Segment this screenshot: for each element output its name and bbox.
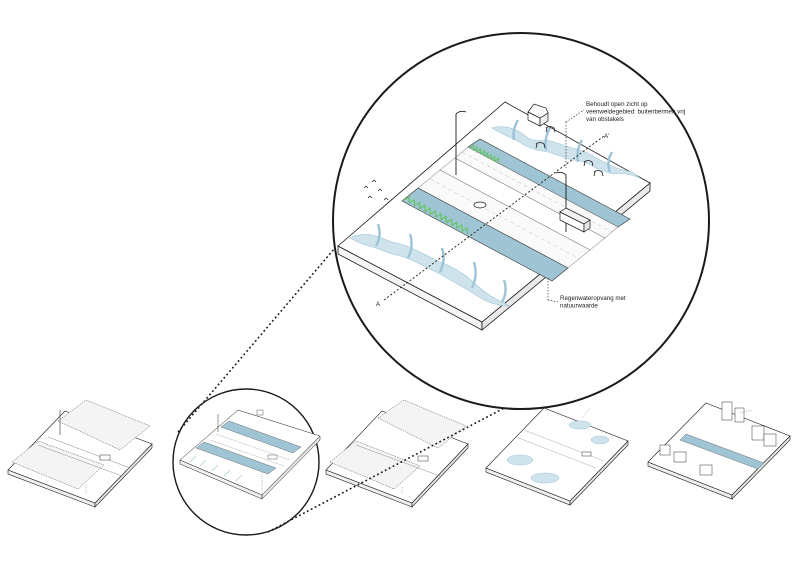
cow-icon <box>583 160 594 167</box>
thumb2-swale-back <box>220 420 302 454</box>
thumb5-building <box>763 433 777 447</box>
grass-strip-front <box>403 195 469 234</box>
thumb1-truck <box>99 454 111 461</box>
thumb4-road-line <box>515 436 597 469</box>
thumb5-building <box>751 425 765 441</box>
thumb5-building <box>721 401 733 421</box>
cow-icon <box>545 126 556 133</box>
thumb4-pond <box>568 420 592 430</box>
thumb4-pond <box>506 454 534 466</box>
swale-front <box>401 187 569 282</box>
thumb1-road-edge <box>47 436 131 469</box>
back-meadow-ditch <box>607 151 614 173</box>
thumb5-building <box>734 407 745 423</box>
thumb1-road-edge <box>37 444 123 477</box>
thumbnail-4 <box>485 407 629 506</box>
callout-bottom-line: Regenwateropvang met <box>560 295 626 302</box>
bird-icon <box>367 195 373 199</box>
thumb2-truck <box>267 454 278 460</box>
bird-icon <box>371 179 377 183</box>
callout-top-text: Behoudt open zicht op veenweidegebied: b… <box>586 101 687 123</box>
front-meadow-water <box>349 234 511 307</box>
callout-top-line: Behoudt open zicht op <box>586 101 648 108</box>
thumb3-tree-block-back <box>377 399 467 449</box>
bird-icon <box>363 185 369 189</box>
bird-icon <box>383 197 389 201</box>
thumb4-truck <box>581 451 592 457</box>
lane-marking <box>429 178 581 260</box>
thumb4-pond <box>530 472 560 484</box>
bird-icon <box>377 188 383 192</box>
thumb5-building <box>673 451 687 463</box>
callout-top-line: veenweidegebied: buitenbermen vrij <box>586 109 685 116</box>
thumb3-tree-block-front <box>329 440 421 490</box>
thumb5-water-strip <box>679 433 765 470</box>
thumbnail-5 <box>647 401 791 500</box>
callout-top-leader <box>565 109 585 123</box>
thumb5-building <box>659 444 671 456</box>
cow-icon <box>535 142 546 149</box>
thumb2-road-line <box>215 433 291 461</box>
callout-bottom-text: Regenwateropvang met natuurwaarde <box>560 295 627 310</box>
thumbnail-1 <box>7 399 153 508</box>
back-meadow-ditch <box>576 139 584 163</box>
front-meadow-ditch <box>500 279 507 303</box>
thumb4-pond <box>590 435 610 445</box>
thumb2-ditches <box>189 455 243 482</box>
callout-bottom-line: natuurwaarde <box>560 303 598 310</box>
front-meadow-ditch <box>470 261 477 289</box>
zoom-connector-left <box>177 227 353 433</box>
front-meadow-ditch <box>406 233 413 259</box>
thumb3-road-edge <box>355 444 441 477</box>
lamp-post <box>455 110 467 175</box>
thumb1-tree-block-front <box>11 440 105 490</box>
thumb2-road-line <box>209 439 285 467</box>
thumb2-slab-top <box>179 409 321 496</box>
thumb4-slab-top <box>485 407 629 502</box>
cow-icon <box>593 170 604 177</box>
thumbnail-2 <box>172 388 321 536</box>
zoom-connector-right <box>267 405 509 533</box>
front-meadow-ditch <box>438 247 445 273</box>
farmhouse <box>527 103 549 127</box>
car <box>473 201 487 209</box>
thumb4-leader <box>581 407 591 419</box>
thumb1-tree-block-back <box>57 399 151 451</box>
section-line <box>383 135 605 301</box>
front-meadow-ditch <box>374 223 381 247</box>
thumbnail-3 <box>325 399 469 508</box>
truck <box>559 207 591 233</box>
back-meadow-ditch <box>512 119 520 141</box>
zoom-detail: A' A Behoudt open zicht op veenweidegebi… <box>337 101 687 331</box>
thumb2-swale-front <box>195 441 277 475</box>
section-marker-north: A' <box>604 133 609 140</box>
thumb5-building <box>699 464 713 476</box>
thumb2-zoom-circle <box>172 388 320 536</box>
thumb3-truck <box>417 455 429 462</box>
thumb2-house <box>256 409 264 416</box>
callout-top-line: van obstakels <box>586 116 624 123</box>
section-marker-south: A <box>376 301 381 308</box>
grass-strip-back <box>469 144 499 164</box>
back-meadow-ditch <box>544 127 552 151</box>
thumb5-leader <box>739 409 753 414</box>
